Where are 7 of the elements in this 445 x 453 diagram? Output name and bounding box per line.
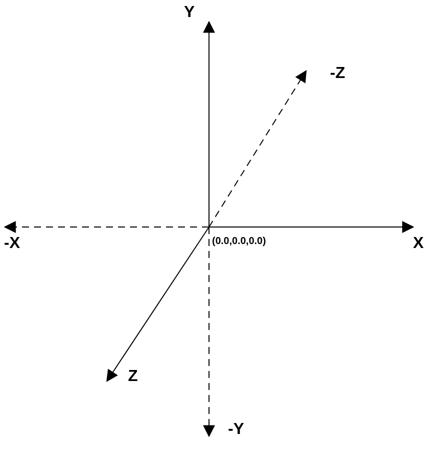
axis-label: -X [4, 236, 20, 252]
axis-label: Y [184, 5, 195, 21]
axis-label: -Z [330, 66, 346, 82]
axis-label: Z [128, 369, 138, 385]
origin-label: (0.0,0.0,0.0) [212, 236, 266, 247]
axis-label: X [413, 236, 424, 252]
axis-label: -Y [228, 422, 244, 438]
